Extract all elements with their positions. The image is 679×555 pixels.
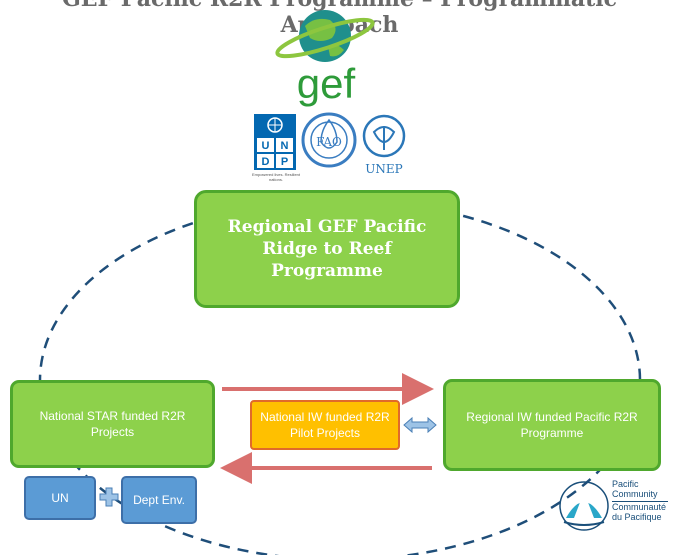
- undp-caption: Empowered lives. Resilient nations.: [251, 172, 301, 182]
- regional-programme-label: Regional GEF Pacific Ridge to Reef Progr…: [227, 217, 427, 281]
- svg-text:FAO: FAO: [316, 135, 342, 149]
- national-iw-pilot-label: National IW funded R2R Pilot Projects: [260, 410, 390, 440]
- regional-iw-box: Regional IW funded Pacific R2R Programme: [443, 379, 661, 471]
- gef-wordmark: gef: [296, 60, 356, 107]
- spc-word-4: du Pacifique: [612, 512, 662, 522]
- spc-word-2: Community: [612, 489, 658, 499]
- un-box: UN: [24, 476, 96, 520]
- pacific-community-wordmark: Pacific Community Communauté du Pacifiqu…: [612, 479, 678, 522]
- dept-env-box: Dept Env.: [121, 476, 197, 524]
- svg-text:U: U: [262, 140, 270, 152]
- national-star-box: National STAR funded R2R Projects: [10, 380, 215, 468]
- spc-divider: [612, 501, 668, 502]
- svg-text:P: P: [281, 156, 288, 168]
- plus-icon: [99, 487, 119, 507]
- unep-label: UNEP: [365, 162, 403, 176]
- undp-logo-icon: U N D P: [254, 114, 296, 170]
- regional-programme-box: Regional GEF Pacific Ridge to Reef Progr…: [194, 190, 460, 308]
- spc-word-3: Communauté: [612, 502, 667, 512]
- svg-text:D: D: [262, 156, 270, 168]
- dept-env-label: Dept Env.: [133, 492, 185, 507]
- svg-text:N: N: [281, 140, 289, 152]
- regional-iw-label: Regional IW funded Pacific R2R Programme: [466, 410, 638, 440]
- gef-globe-icon: [275, 10, 375, 62]
- national-star-label: National STAR funded R2R Projects: [39, 409, 186, 439]
- unep-logo-icon: [362, 114, 406, 158]
- spc-word-1: Pacific: [612, 479, 639, 489]
- pacific-community-logo-icon: [559, 481, 609, 531]
- fao-logo-icon: FAO: [301, 112, 357, 168]
- national-iw-pilot-box: National IW funded R2R Pilot Projects: [250, 400, 400, 450]
- un-label: UN: [51, 491, 69, 505]
